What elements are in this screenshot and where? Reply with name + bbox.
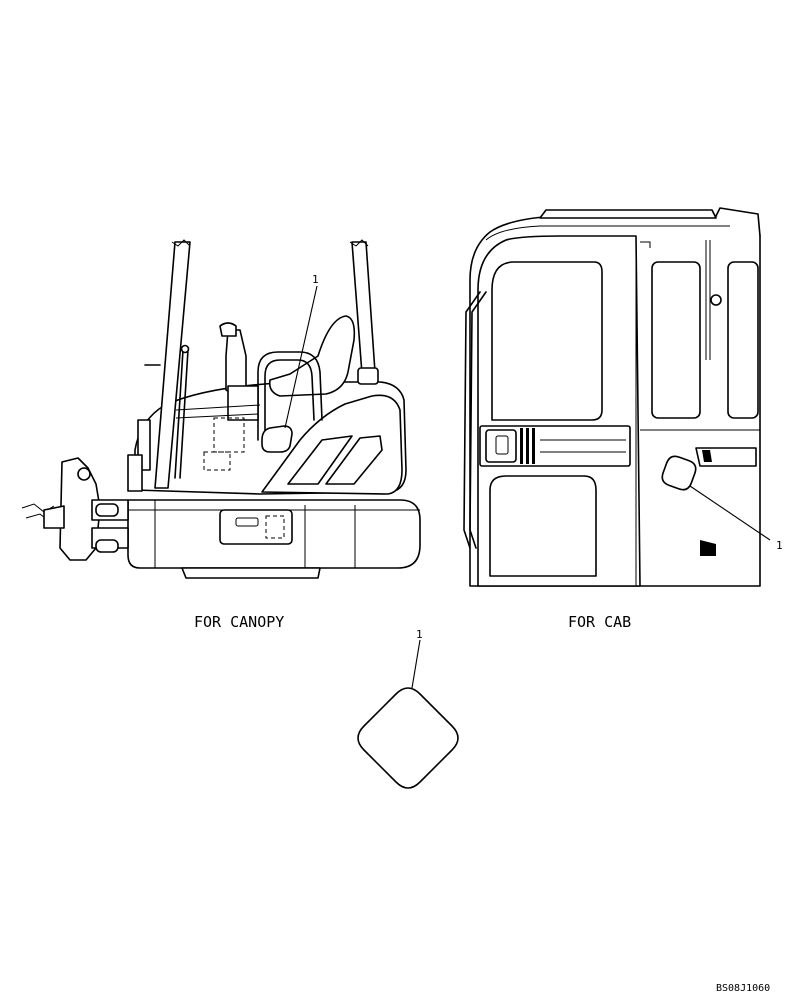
canopy-caption: FOR CANOPY [194, 613, 284, 631]
canopy-decal-marker [261, 425, 293, 453]
decal-diamond-shape [357, 687, 459, 789]
cab-decal-marker [661, 455, 697, 491]
cab-callout-number: 1 [776, 539, 783, 552]
decal-detail-callout-number: 1 [416, 628, 423, 641]
cab-caption: FOR CAB [568, 613, 631, 631]
canopy-callout-number: 1 [312, 273, 319, 286]
canopy-excavator-illustration [21, 239, 421, 579]
cab-illustration [463, 207, 761, 587]
drawing-number: BS08J1060 [716, 983, 770, 994]
